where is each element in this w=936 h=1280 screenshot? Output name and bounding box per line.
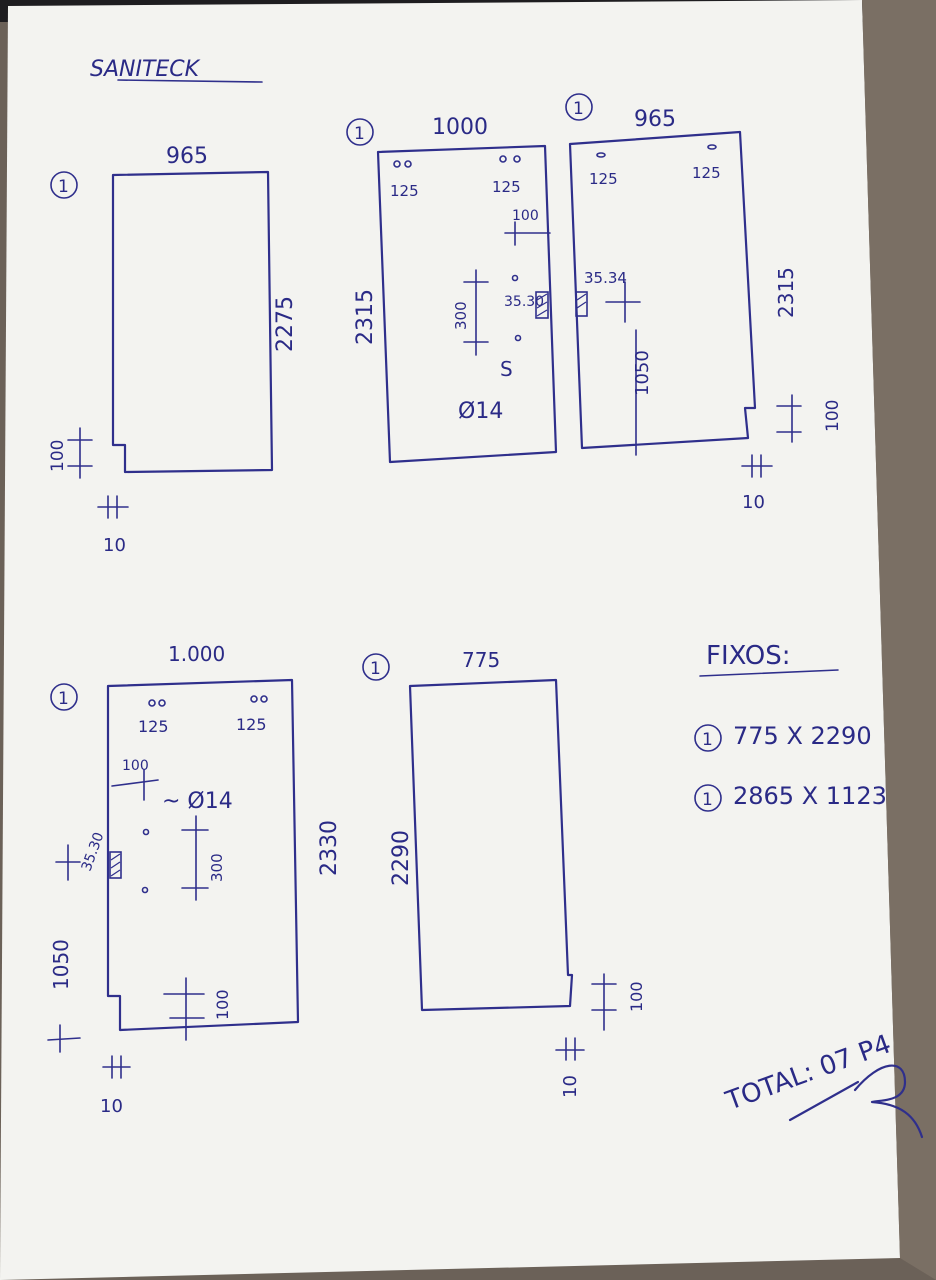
piece-3-hole-left: 125 bbox=[589, 170, 618, 188]
hatch-line bbox=[536, 309, 548, 317]
hatch-line bbox=[536, 301, 548, 309]
hole-icon bbox=[596, 152, 606, 158]
piece-2-outline bbox=[376, 144, 558, 464]
piece-3-edge-offset: 35.34 bbox=[584, 269, 627, 287]
fixos-item-1-qty: 1 bbox=[702, 730, 713, 750]
piece-3-height: 2315 bbox=[774, 267, 798, 318]
piece-3-outline bbox=[568, 130, 757, 450]
piece-4-qty-circle bbox=[50, 683, 78, 711]
piece-3-notch-h: 100 bbox=[823, 400, 843, 432]
piece-1-notch-w: 10 bbox=[103, 535, 126, 556]
hole-icon bbox=[499, 155, 507, 163]
piece-4-width: 1.000 bbox=[168, 642, 225, 666]
sketch-title: SANITECK bbox=[90, 57, 201, 82]
hole-icon bbox=[141, 886, 149, 894]
fixos-item-2-qty-circle bbox=[694, 784, 722, 812]
hole-icon bbox=[250, 695, 258, 703]
hole-icon bbox=[707, 144, 717, 150]
piece-5-qty: 1 bbox=[370, 659, 381, 679]
hole-icon bbox=[148, 699, 156, 707]
fixos-item-1-qty-circle bbox=[694, 724, 722, 752]
piece-2-hatch-block bbox=[535, 291, 549, 319]
hole-icon bbox=[260, 695, 268, 703]
piece-3-hatch-block bbox=[575, 291, 588, 317]
piece-4-height: 2330 bbox=[317, 820, 342, 876]
piece-4-qty: 1 bbox=[58, 689, 69, 709]
piece-4-outline bbox=[106, 678, 300, 1032]
hatch-line bbox=[576, 293, 587, 301]
piece-1-outline bbox=[111, 170, 274, 474]
fixos-item-2-qty: 1 bbox=[702, 790, 713, 810]
hole-icon bbox=[393, 160, 401, 168]
piece-4-notch-w: 10 bbox=[100, 1096, 123, 1117]
piece-2-edge-offset: 35.30 bbox=[504, 294, 544, 310]
title-underline bbox=[117, 79, 263, 83]
fixos-heading: FIXOS: bbox=[706, 641, 791, 671]
hatch-line bbox=[110, 861, 121, 869]
piece-4-hole-left: 125 bbox=[138, 717, 169, 736]
piece-4-hole-dia: ~ Ø14 bbox=[162, 789, 233, 814]
hatch-line bbox=[110, 869, 121, 877]
piece-5-height: 2290 bbox=[389, 830, 414, 886]
paper-shadow bbox=[862, 0, 936, 1280]
piece-1-qty-circle bbox=[50, 171, 78, 199]
fixos-item-1-size: 775 X 2290 bbox=[733, 722, 872, 750]
piece-4-dim-line bbox=[47, 1037, 81, 1041]
fixos-item-2-size: 2865 X 1123 bbox=[733, 782, 887, 810]
fixos-underline bbox=[699, 669, 839, 677]
piece-3-width: 965 bbox=[634, 107, 676, 132]
piece-2-width: 1000 bbox=[432, 115, 488, 140]
hole-icon bbox=[514, 334, 522, 342]
piece-5-notch-w: 10 bbox=[560, 1075, 581, 1098]
hatch-line bbox=[536, 293, 548, 301]
piece-4-slot-len: 300 bbox=[208, 853, 226, 882]
paper-sheet bbox=[0, 0, 900, 1280]
piece-1-height: 2275 bbox=[273, 296, 298, 352]
piece-3-hole-right: 125 bbox=[692, 164, 721, 182]
hole-icon bbox=[158, 699, 166, 707]
piece-4-notch-h: 100 bbox=[213, 989, 232, 1020]
piece-3-qty-circle bbox=[565, 93, 593, 121]
hole-icon bbox=[513, 155, 521, 163]
piece-2-height: 2315 bbox=[353, 289, 378, 345]
piece-2-hole-left: 125 bbox=[390, 182, 419, 200]
piece-2-slot-len: 300 bbox=[452, 301, 470, 330]
piece-2-tilde: S bbox=[500, 357, 513, 381]
piece-4-hatch-block bbox=[109, 851, 122, 879]
hole-icon bbox=[142, 828, 150, 836]
piece-4-bottom-offset: 1050 bbox=[49, 939, 73, 990]
piece-1-notch-h: 100 bbox=[48, 440, 68, 472]
piece-2-top-offset: 100 bbox=[512, 208, 539, 224]
piece-2-qty-circle bbox=[346, 118, 374, 146]
piece-2-hole-right: 125 bbox=[492, 178, 521, 196]
piece-3-notch-w: 10 bbox=[742, 492, 765, 513]
piece-2-qty: 1 bbox=[354, 124, 365, 144]
hatch-line bbox=[110, 853, 121, 861]
hole-icon bbox=[404, 160, 412, 168]
piece-4-dim-line bbox=[111, 779, 159, 787]
signature-stroke bbox=[788, 1080, 860, 1122]
piece-5-notch-h: 100 bbox=[627, 981, 646, 1012]
hole-icon bbox=[511, 274, 519, 282]
piece-4-top-offset: 100 bbox=[122, 758, 149, 774]
piece-3-bottom-offset: 1050 bbox=[632, 350, 653, 396]
piece-3-qty: 1 bbox=[573, 99, 584, 119]
piece-5-qty-circle bbox=[362, 653, 390, 681]
piece-1-qty: 1 bbox=[58, 177, 69, 197]
hatch-line bbox=[576, 301, 587, 309]
piece-1-width: 965 bbox=[166, 144, 208, 169]
piece-5-outline bbox=[408, 678, 574, 1012]
piece-5-width: 775 bbox=[462, 648, 500, 672]
piece-2-hole-dia: Ø14 bbox=[458, 399, 503, 424]
piece-4-hole-right: 125 bbox=[236, 715, 267, 734]
signature-mark bbox=[853, 1064, 924, 1139]
